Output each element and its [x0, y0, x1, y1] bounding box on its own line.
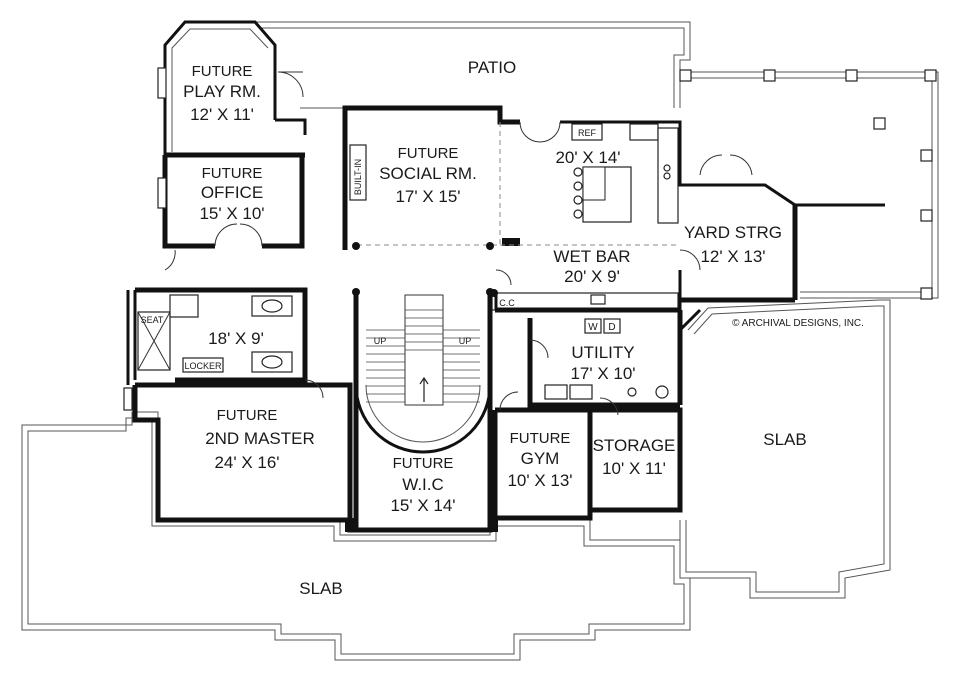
- gym-label-line2: GYM: [521, 449, 560, 468]
- ref-label: REF: [578, 128, 597, 138]
- washer-label: W: [588, 322, 598, 333]
- utility-size: 17' X 10': [570, 364, 635, 383]
- patio-label: PATIO: [468, 58, 517, 77]
- patio-posts: [679, 69, 937, 300]
- office-size: 15' X 10': [199, 204, 264, 223]
- office-label-line2: OFFICE: [201, 183, 263, 202]
- wic-label-line1: FUTURE: [393, 455, 454, 472]
- slab-right-outline: [679, 299, 891, 599]
- stairs: [352, 288, 494, 454]
- yard-storage-size: 12' X 13': [700, 247, 765, 266]
- seat-label: SEAT: [141, 315, 164, 325]
- storage-size: 10' X 11': [602, 459, 666, 478]
- storage-label: STORAGE: [593, 436, 676, 455]
- dryer-label: D: [608, 322, 615, 333]
- second-master-label-line2: 2ND MASTER: [205, 429, 315, 448]
- second-master-walls: [123, 379, 353, 523]
- office-label-line1: FUTURE: [202, 165, 263, 182]
- wet-bar-size: 20' X 9': [564, 267, 620, 286]
- stair-up-left-label: UP: [374, 336, 387, 346]
- service-walls: [492, 300, 702, 521]
- second-master-size: 24' X 16': [214, 453, 279, 472]
- social-room-size: 17' X 15': [395, 187, 460, 206]
- play-room-label-line1: FUTURE: [192, 63, 253, 80]
- bath-size: 18' X 9': [208, 329, 264, 348]
- social-room-label-line1: FUTURE: [398, 145, 459, 162]
- play-room-walls: [157, 20, 307, 158]
- social-room-label-line2: SOCIAL RM.: [379, 164, 477, 183]
- kitchen-fixtures: [500, 123, 680, 246]
- locker-label: LOCKER: [184, 361, 222, 371]
- utility-label: UTILITY: [571, 343, 634, 362]
- yard-storage-label: YARD STRG: [684, 223, 782, 242]
- kitchen-size: 20' X 14': [555, 148, 620, 167]
- play-room-label-line2: PLAY RM.: [183, 82, 261, 101]
- second-master-label-line1: FUTURE: [217, 407, 278, 424]
- built-in-label: BUILT-IN: [353, 159, 363, 195]
- cc-label: C.C: [499, 298, 515, 308]
- gym-size: 10' X 13': [507, 471, 572, 490]
- copyright-label: © ARCHIVAL DESIGNS, INC.: [732, 318, 864, 329]
- wic-size: 15' X 14': [390, 496, 455, 515]
- bath-walls: [126, 249, 308, 385]
- stair-up-right-label: UP: [459, 336, 472, 346]
- yard-storage-walls: [678, 154, 885, 303]
- social-room-walls: [342, 105, 682, 250]
- wet-bar-label: WET BAR: [553, 247, 630, 266]
- wic-walls: [345, 420, 498, 533]
- play-room-size: 12' X 11': [190, 105, 254, 124]
- office-walls: [157, 155, 305, 249]
- slab-right-label: SLAB: [763, 430, 806, 449]
- slab-bottom-label: SLAB: [299, 579, 342, 598]
- wic-label-line2: W.I.C: [402, 475, 444, 494]
- gym-label-line1: FUTURE: [510, 430, 571, 447]
